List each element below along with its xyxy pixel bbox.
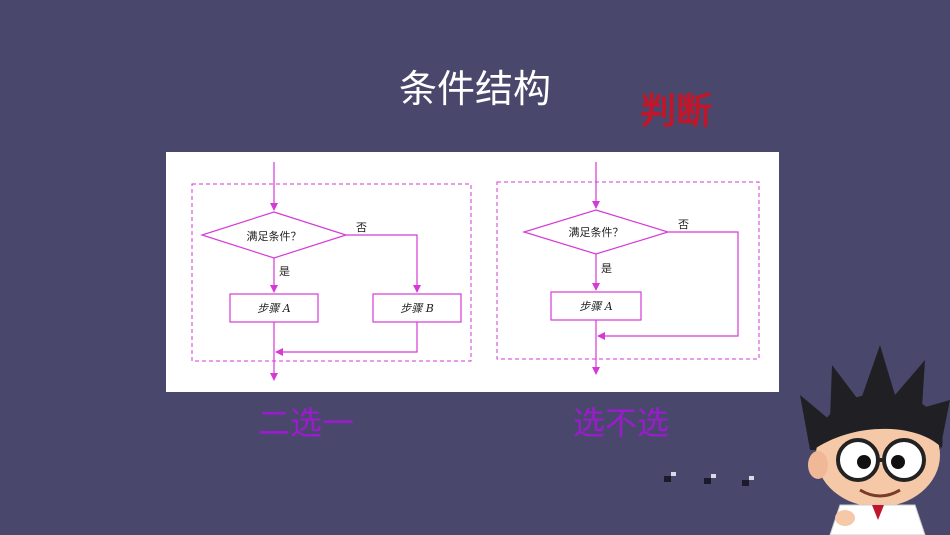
right-dashed-frame	[496, 181, 760, 360]
judge-label: 判断	[640, 90, 713, 132]
left-step-b-box	[372, 293, 462, 323]
right-no-line	[597, 231, 739, 340]
left-merge-arrow	[275, 322, 418, 356]
right-no-label: 否	[678, 218, 689, 231]
left-step-a-text: 步骤 A	[257, 302, 290, 315]
left-step-a-box	[229, 293, 319, 323]
flowchart-panel: 满足条件？ 是 否 步骤 A 步骤 B 满足条件？ 是 否 步骤 A	[166, 152, 779, 392]
left-yes-label: 是	[279, 265, 290, 278]
left-condition-text: 满足条件？	[247, 229, 302, 243]
left-step-b-text: 步骤 B	[400, 302, 434, 315]
slide-title: 条件结构	[398, 67, 551, 111]
flowchart-left: 满足条件？ 是 否 步骤 A 步骤 B	[191, 162, 472, 381]
left-no-label: 否	[356, 221, 367, 234]
right-condition-text: 满足条件？	[569, 225, 624, 239]
right-yes-label: 是	[601, 262, 612, 275]
left-no-arrow	[346, 234, 421, 293]
left-dashed-frame	[191, 183, 472, 362]
cartoon-character-icon	[800, 345, 950, 535]
caption-choose-one: 二选一	[258, 404, 355, 442]
flowchart-right: 满足条件？ 是 否 步骤 A	[496, 162, 760, 375]
right-step-a-text: 步骤 A	[579, 300, 612, 313]
decorative-dots	[664, 472, 754, 486]
caption-choose-or-not: 选不选	[573, 404, 670, 442]
